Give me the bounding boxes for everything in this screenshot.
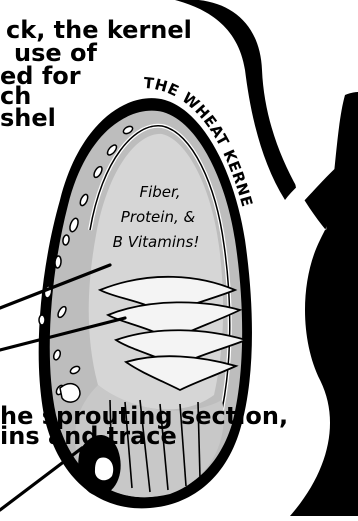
bran-note-line-2: Protein, & bbox=[121, 208, 196, 226]
bran-note-line-3: B Vitamins! bbox=[113, 233, 200, 251]
top-text-line-5: shel bbox=[0, 104, 56, 132]
bottom-text-block: he sprouting section, ins and trace bbox=[0, 402, 288, 450]
bran-note-line-1: Fiber, bbox=[139, 183, 180, 201]
bottom-text-line-2: ins and trace bbox=[0, 422, 177, 450]
